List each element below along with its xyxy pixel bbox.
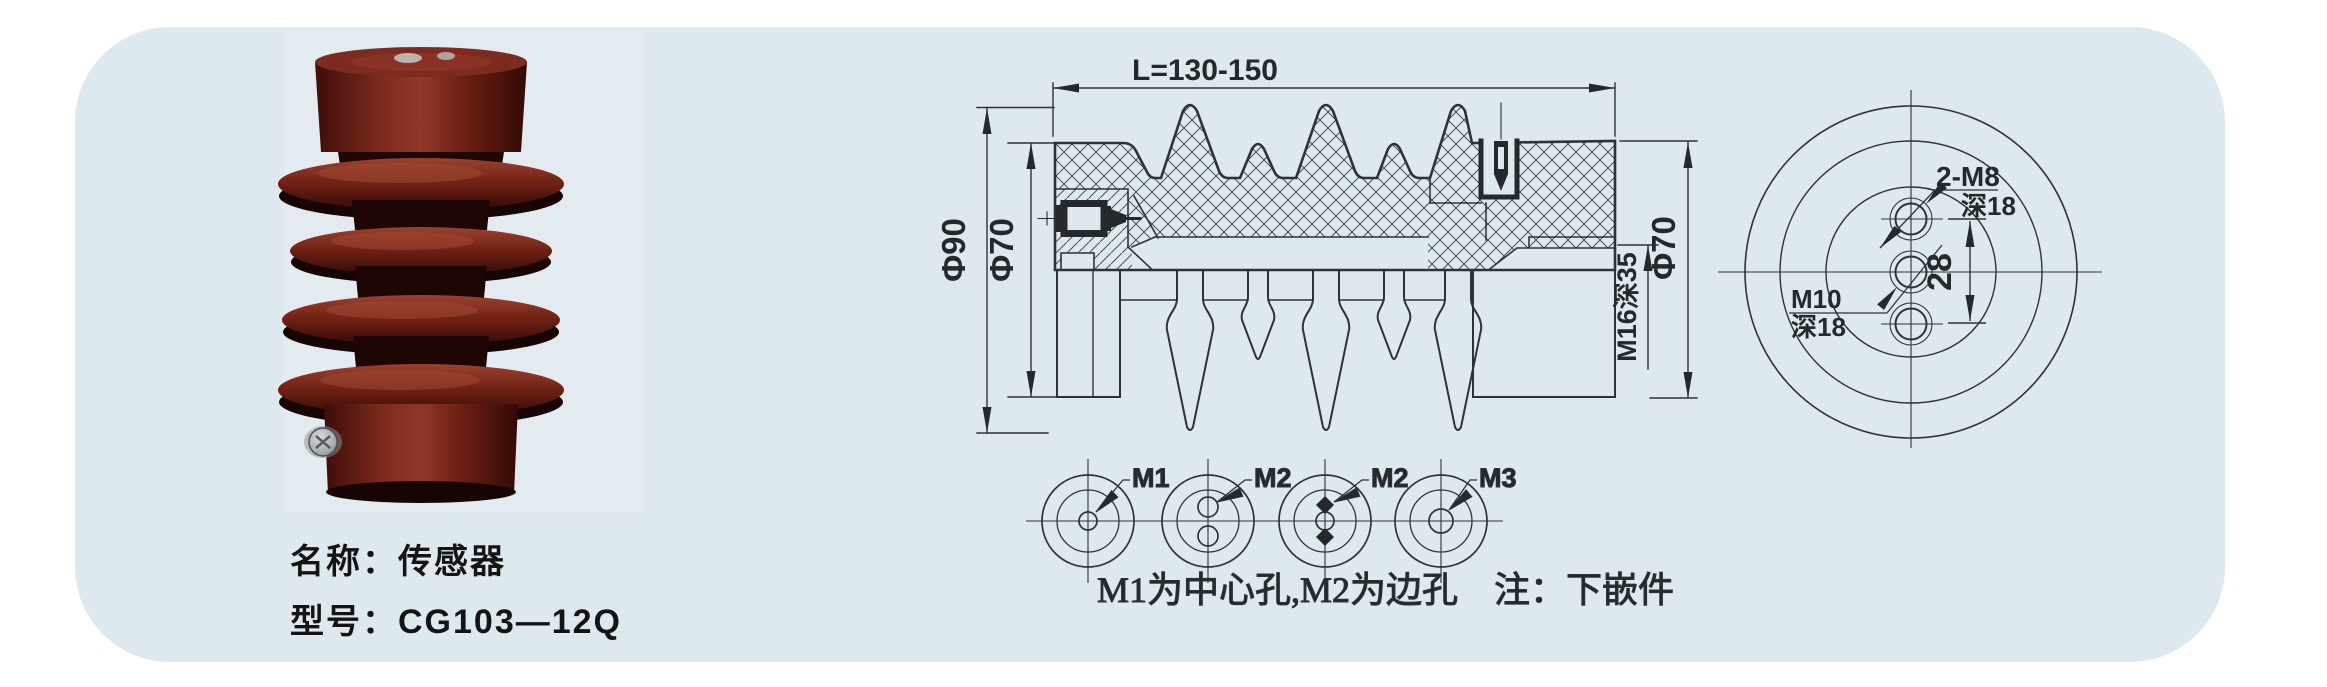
cap-screw-glint	[394, 53, 422, 63]
end-holes-label: 2-M8	[1936, 161, 2000, 192]
section-dimensions	[976, 82, 1698, 434]
dim-length-label: L=130-150	[1132, 54, 1278, 87]
hole-m8-top	[1894, 202, 1928, 236]
dim-thread-label: M16深35	[1612, 252, 1642, 362]
hole-label-m2b: M2	[1371, 463, 1409, 493]
hole-detail-m2-diamond	[1263, 459, 1387, 583]
hole-detail-m2-side	[1146, 459, 1270, 583]
end-center-label: M10	[1791, 284, 1842, 314]
hole-label-m2a: M2	[1254, 463, 1292, 493]
hole-m8-bottom	[1894, 307, 1928, 341]
section-view: L=130-150 Φ90 Φ70 Φ70 M16深35	[935, 54, 1698, 434]
lower-profile	[1056, 269, 1616, 431]
section-body-hatched	[1055, 105, 1615, 270]
hole-details: M1 M2 M2 M3 M1为中心孔,M2为边孔 注：下嵌件	[1026, 459, 1675, 611]
product-model-label: 型号：CG103—12Q	[290, 603, 622, 641]
product-photo	[278, 30, 642, 512]
dim-outer-dia-label: Φ90	[935, 218, 972, 282]
hole-label-m3: M3	[1479, 463, 1517, 493]
end-spacing-label: 28	[1921, 253, 1959, 291]
electrode-insert	[1037, 200, 1142, 237]
socket-insert	[1478, 102, 1520, 200]
hole-label-m1: M1	[1132, 463, 1170, 493]
hole-detail-m3	[1379, 459, 1503, 583]
hole-details-caption: M1为中心孔,M2为边孔 注：下嵌件	[1097, 570, 1674, 610]
hole-m10-center	[1894, 255, 1928, 289]
end-view: 2-M8 深18 M10 深18 28	[1718, 90, 2102, 448]
dim-left-dia-label: Φ70	[983, 218, 1020, 282]
dim-right-dia-label: Φ70	[1645, 216, 1682, 280]
product-name-label: 名称：传感器	[290, 543, 506, 581]
end-center-depth-label: 深18	[1791, 312, 1846, 342]
end-holes-depth-label: 深18	[1961, 191, 2016, 221]
hole-detail-m1	[1026, 459, 1150, 583]
